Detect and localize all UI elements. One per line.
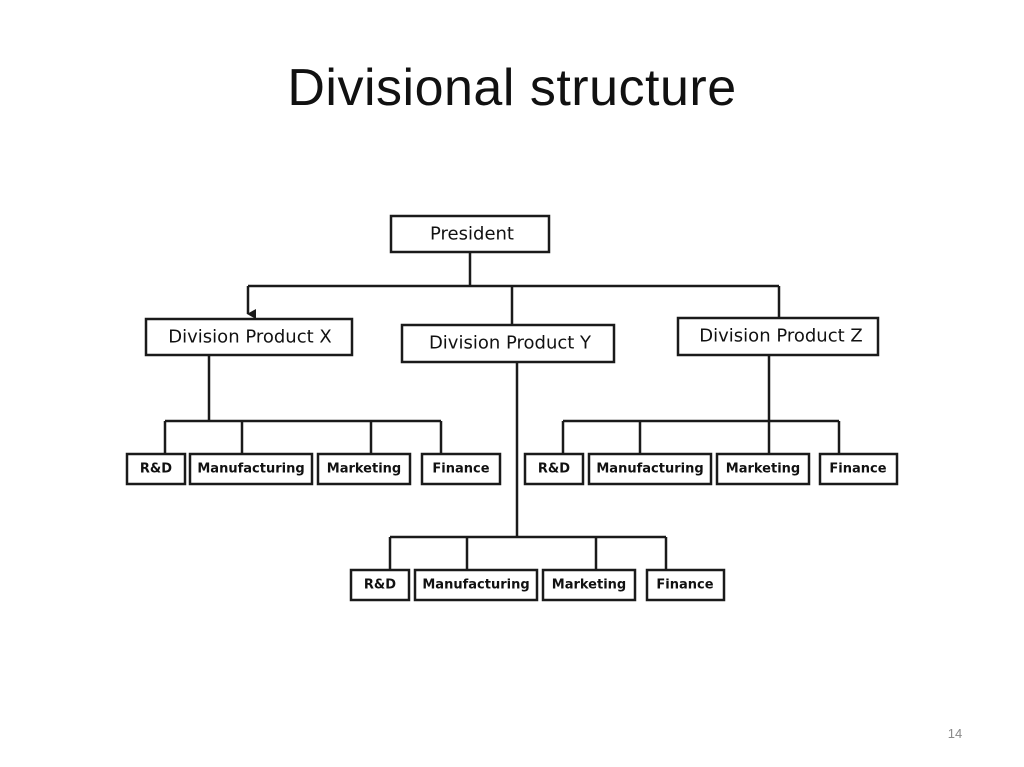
division-z-finance-box: Finance [818, 452, 899, 486]
division-x-box: Division Product X [144, 317, 354, 357]
division-z-marketing-box: Marketing [715, 452, 811, 486]
division-x-manufacturing-box: Manufacturing [188, 452, 314, 486]
division-y-box: Division Product Y [400, 323, 616, 364]
connector-lines [163, 252, 841, 570]
department-label: Manufacturing [422, 578, 529, 593]
division-z-label: Division Product Z [699, 326, 862, 347]
division-z-rnd-box: R&D [523, 452, 585, 486]
division-x-finance-box: Finance [420, 452, 502, 486]
president-box: President [389, 214, 551, 254]
division-y-label: Division Product Y [429, 333, 592, 354]
department-label: Manufacturing [197, 462, 304, 477]
department-label: Marketing [552, 578, 626, 593]
division-x-label: Division Product X [168, 327, 331, 348]
division-y-finance-box: Finance [645, 568, 726, 602]
division-y-rnd-box: R&D [349, 568, 411, 602]
division-y-manufacturing-box: Manufacturing [413, 568, 539, 602]
slide-title: Divisional structure [287, 59, 737, 117]
division-y-marketing-box: Marketing [541, 568, 637, 602]
president-label: President [430, 224, 514, 245]
department-label: Finance [829, 462, 886, 477]
department-label: Marketing [327, 462, 401, 477]
department-label: Manufacturing [596, 462, 703, 477]
department-label: Marketing [726, 462, 800, 477]
department-label: R&D [538, 462, 570, 477]
department-label: Finance [656, 578, 713, 593]
department-label: Finance [432, 462, 489, 477]
division-z-box: Division Product Z [676, 316, 880, 357]
page-number: 14 [947, 726, 963, 741]
department-label: R&D [364, 578, 396, 593]
division-z-manufacturing-box: Manufacturing [587, 452, 713, 486]
department-label: R&D [140, 462, 172, 477]
division-x-marketing-box: Marketing [316, 452, 412, 486]
division-x-rnd-box: R&D [125, 452, 187, 486]
